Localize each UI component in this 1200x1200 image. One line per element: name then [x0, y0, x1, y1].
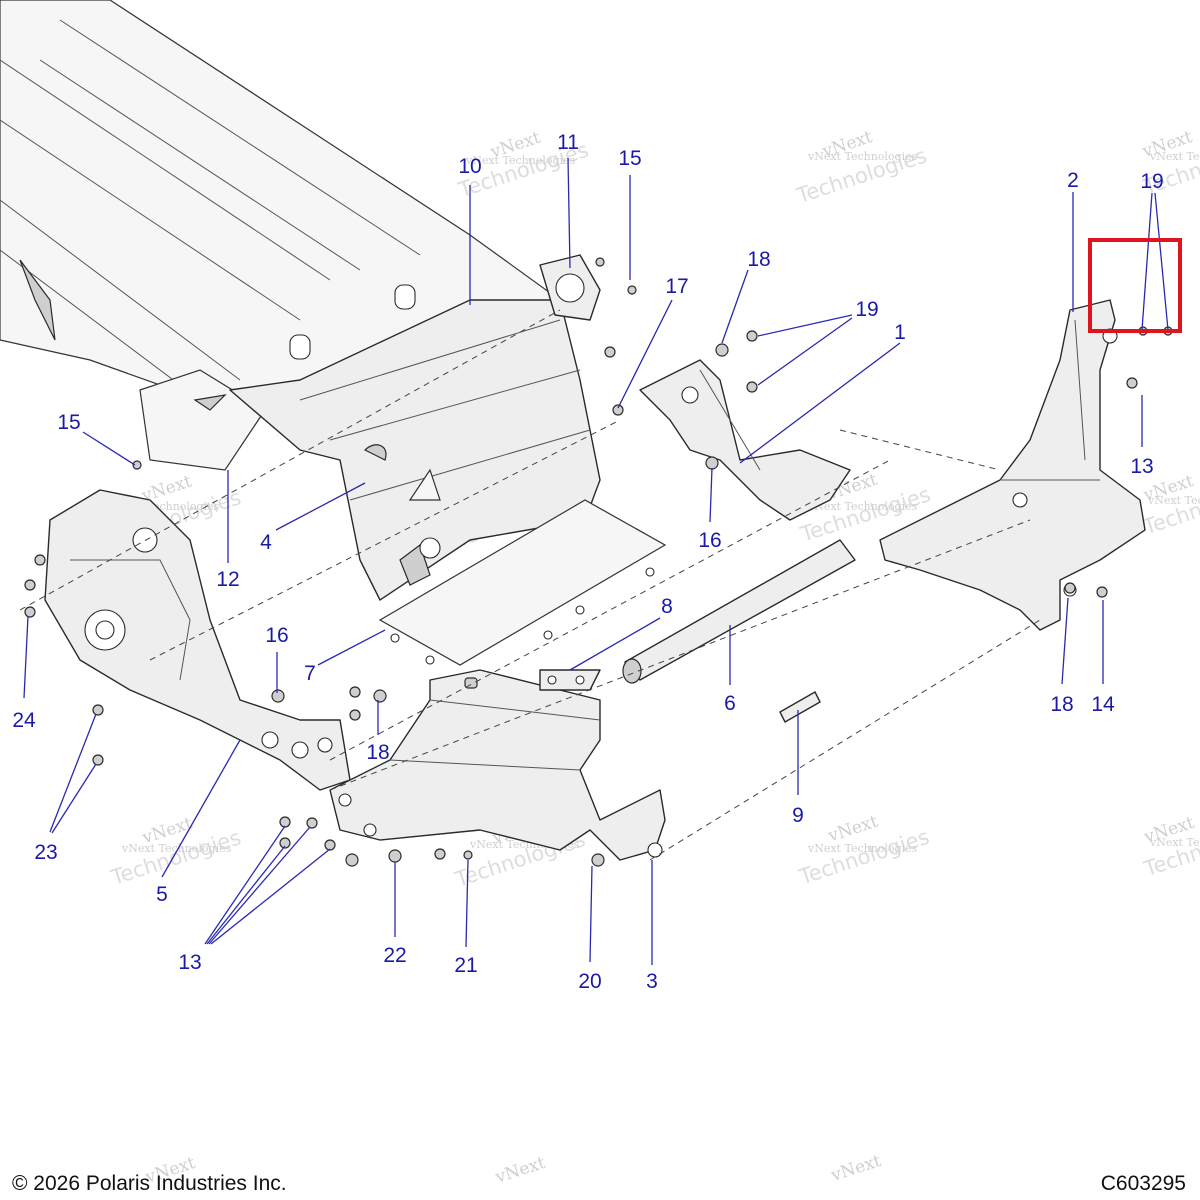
callout-labels: 1 2 3 4 5 6 7 8 9 10 11 12 13 13 14 15 1…	[12, 131, 1163, 993]
watermark-line: vNext Technologies	[465, 154, 576, 167]
callout-12: 12	[216, 568, 239, 591]
watermark-line: vNext Technologies	[807, 500, 918, 513]
watermark-line: vNext Technologies	[1149, 836, 1200, 849]
callout-5: 5	[156, 883, 168, 906]
callout-15: 15	[618, 147, 641, 170]
callout-18: 18	[747, 248, 770, 271]
callout-19: 19	[1140, 170, 1163, 193]
callout-24: 24	[12, 709, 36, 732]
tunnel-assembly	[0, 0, 562, 471]
callout-14: 14	[1091, 693, 1115, 716]
part-10-bulkhead	[229, 299, 601, 601]
watermark: vNext	[828, 1151, 884, 1186]
watermark-line: vNext Technologies	[807, 150, 918, 163]
callout-13: 13	[178, 951, 201, 974]
callout-4: 4	[260, 531, 272, 554]
callout-9: 9	[792, 804, 804, 827]
part-1-front-bracket	[639, 359, 851, 521]
callout-23: 23	[34, 841, 57, 864]
part-7-skid-plate	[378, 499, 667, 666]
part-5-side-plate	[44, 489, 351, 791]
callout-8: 8	[661, 595, 673, 618]
diagram-code: C603295	[1100, 1172, 1186, 1195]
part-11-gasket	[539, 254, 601, 321]
callout-16: 16	[698, 529, 721, 552]
callout-2: 2	[1067, 169, 1079, 192]
callout-15: 15	[57, 411, 80, 434]
part-2-front-frame	[879, 299, 1146, 631]
callout-19: 19	[855, 298, 878, 321]
alignment-lines	[19, 309, 1041, 861]
part-8-strap	[539, 669, 601, 691]
watermark-line: vNext Technologies	[121, 842, 232, 855]
highlight-box	[1088, 238, 1182, 333]
copyright-notice: © 2026 Polaris Industries Inc.	[12, 1172, 287, 1195]
watermark-line: vNext Technologies	[1147, 494, 1200, 507]
callout-16: 16	[265, 624, 288, 647]
watermark-line: vNext Technologies	[1149, 150, 1200, 163]
watermark: vNext	[492, 1153, 548, 1188]
callout-18: 18	[1050, 693, 1073, 716]
callout-1: 1	[894, 321, 906, 344]
callout-20: 20	[578, 970, 601, 993]
watermark-line: vNext Technologies	[807, 842, 918, 855]
part-9-link	[779, 691, 821, 723]
leader-lines	[23, 157, 1169, 965]
part-6-cross-tube	[622, 539, 856, 684]
callout-21: 21	[454, 954, 477, 977]
watermark-brand: vNext	[492, 1153, 548, 1188]
watermark-brand: vNext	[828, 1151, 884, 1186]
callout-13: 13	[1130, 455, 1153, 478]
callout-10: 10	[458, 155, 481, 178]
callout-11: 11	[557, 131, 579, 154]
callout-18: 18	[366, 741, 389, 764]
callout-17: 17	[665, 275, 688, 298]
callout-3: 3	[646, 970, 658, 993]
callout-7: 7	[304, 662, 316, 685]
callout-22: 22	[383, 944, 406, 967]
callout-6: 6	[724, 692, 736, 715]
